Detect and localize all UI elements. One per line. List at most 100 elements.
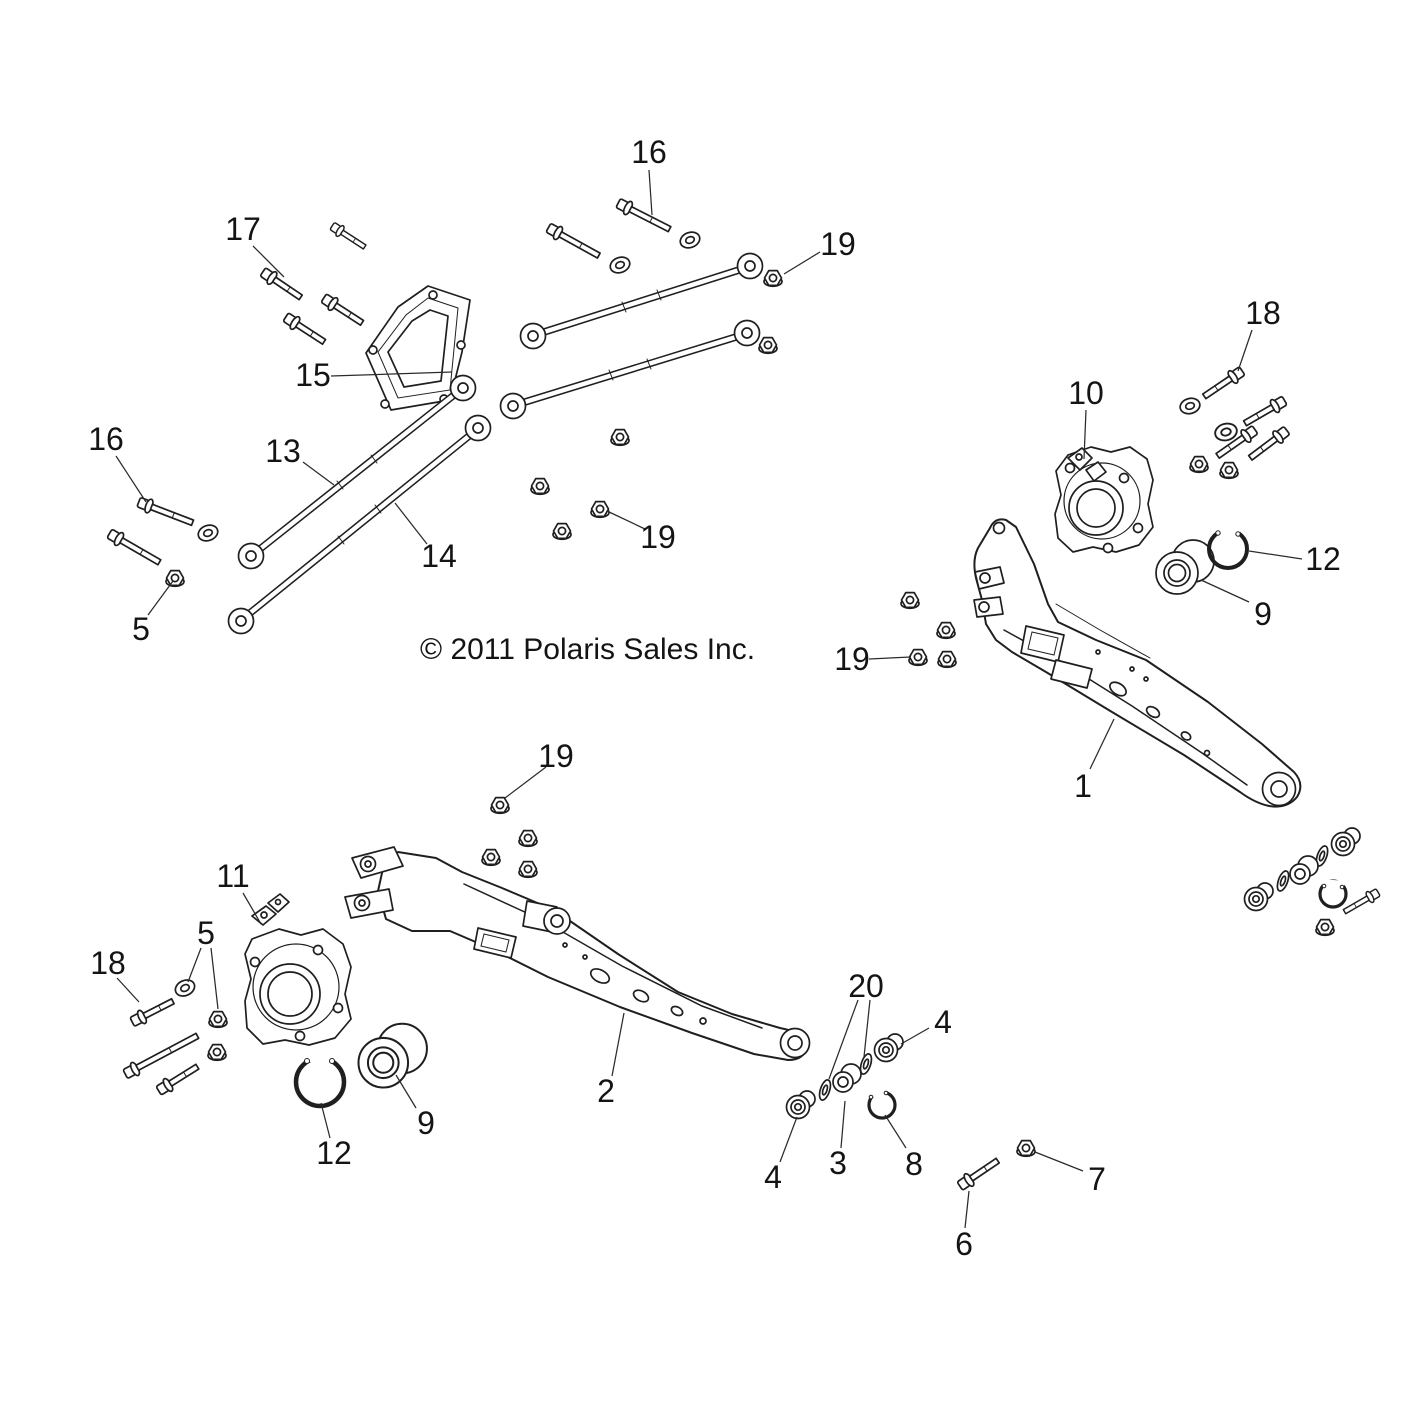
callout-4: 4 bbox=[934, 1004, 952, 1040]
part-17-bolt bbox=[319, 291, 367, 330]
bushing bbox=[1289, 855, 1319, 885]
part-14-radius-rod bbox=[227, 414, 492, 635]
callout-11: 11 bbox=[216, 858, 249, 894]
callout-19: 19 bbox=[834, 641, 870, 677]
part-18-bolt bbox=[128, 994, 177, 1030]
callout-3: 3 bbox=[829, 1145, 847, 1181]
part-20-washer bbox=[816, 1077, 834, 1103]
part-19-nut bbox=[518, 860, 538, 879]
part-19-nut bbox=[481, 848, 501, 867]
callout-19: 19 bbox=[538, 738, 574, 774]
parts-layer bbox=[105, 195, 1382, 1193]
part-6-bolt bbox=[955, 1153, 1003, 1193]
part-3-bushing bbox=[832, 1063, 862, 1093]
washer bbox=[1177, 395, 1203, 417]
radius-rod-upper-right bbox=[519, 252, 764, 350]
rod-end-eye bbox=[519, 322, 547, 350]
part-5-washer bbox=[171, 976, 199, 1000]
bushing-cap bbox=[1330, 827, 1361, 857]
washer bbox=[677, 228, 703, 252]
part-17-bolt bbox=[281, 310, 329, 349]
callout-5: 5 bbox=[197, 915, 215, 951]
callout-18: 18 bbox=[90, 945, 126, 981]
part-19-nut bbox=[518, 829, 538, 848]
part-17-bolt bbox=[328, 220, 369, 253]
part-19-nut bbox=[758, 336, 778, 355]
part-17-bolt bbox=[258, 265, 306, 305]
part-18-bolt bbox=[1240, 393, 1289, 431]
rod-end-eye bbox=[499, 392, 527, 420]
part-18-bolt bbox=[1199, 364, 1247, 404]
callout-12: 12 bbox=[316, 1135, 352, 1171]
part-5-washer bbox=[195, 521, 221, 545]
part-19-nut bbox=[908, 648, 928, 667]
callout-9: 9 bbox=[417, 1105, 435, 1141]
callout-13: 13 bbox=[265, 433, 301, 469]
radius-rod-lower-right bbox=[499, 319, 761, 420]
rod-end-eye bbox=[464, 414, 492, 442]
part-19-nut bbox=[763, 269, 783, 288]
callouts-layer: 16 17 19 18 15 16 13 14 10 12 9 19 19 5 … bbox=[88, 134, 1341, 1262]
part-8-snap-ring bbox=[867, 1087, 897, 1120]
part-19-nut bbox=[937, 650, 957, 669]
part-19-nut bbox=[936, 621, 956, 640]
callout-19: 19 bbox=[640, 519, 676, 555]
part-5-nut bbox=[165, 569, 185, 588]
part-5-nut bbox=[208, 1010, 228, 1029]
callout-18: 18 bbox=[1245, 295, 1281, 331]
nut bbox=[1315, 918, 1335, 937]
bolt bbox=[1340, 886, 1382, 918]
part-10-bearing-carrier-right bbox=[1054, 446, 1154, 554]
callout-1: 1 bbox=[1074, 768, 1092, 804]
part-9-bearing bbox=[357, 1022, 428, 1089]
callout-16: 16 bbox=[88, 421, 124, 457]
bushing-cap bbox=[1243, 882, 1274, 912]
part-11-bearing-carrier-left bbox=[244, 893, 352, 1046]
callout-7: 7 bbox=[1088, 1161, 1106, 1197]
part-18-bolt bbox=[154, 1059, 203, 1098]
part-7-nut bbox=[1016, 1139, 1036, 1158]
part-9-bearing bbox=[1155, 539, 1215, 595]
snap-ring bbox=[1318, 879, 1348, 909]
part-16-bolt bbox=[544, 220, 604, 263]
copyright-notice: © 2011 Polaris Sales Inc. bbox=[420, 633, 755, 666]
callout-16: 16 bbox=[631, 134, 667, 170]
callout-6: 6 bbox=[955, 1226, 973, 1262]
washer bbox=[607, 253, 633, 277]
nut bbox=[207, 1043, 227, 1062]
part-19-nut bbox=[900, 591, 920, 610]
callout-14: 14 bbox=[421, 538, 457, 574]
part-19-nut bbox=[530, 477, 550, 496]
part-2-trailing-arm-left bbox=[344, 846, 811, 1061]
part-13-radius-rod bbox=[237, 374, 477, 570]
part-19-nut bbox=[610, 428, 630, 447]
part-4-bushing-cap bbox=[873, 1033, 904, 1063]
part-20-washer bbox=[857, 1051, 875, 1077]
callout-4: 4 bbox=[764, 1159, 782, 1195]
part-12-snap-ring bbox=[293, 1052, 347, 1109]
part-16-bolt bbox=[614, 195, 674, 237]
callout-12: 12 bbox=[1305, 541, 1341, 577]
part-1-trailing-arm-right bbox=[973, 518, 1302, 808]
part-19-nut bbox=[590, 500, 610, 519]
callout-10: 10 bbox=[1068, 375, 1104, 411]
rod-end-eye bbox=[736, 252, 764, 280]
callout-15: 15 bbox=[295, 357, 331, 393]
part-19-nut bbox=[1189, 455, 1209, 474]
part-19-nut bbox=[490, 796, 510, 815]
rod-end-eye bbox=[733, 319, 761, 347]
rod-end-eye bbox=[237, 542, 265, 570]
callout-9: 9 bbox=[1254, 596, 1272, 632]
callout-17: 17 bbox=[225, 211, 261, 247]
washer bbox=[1274, 868, 1292, 894]
callout-5: 5 bbox=[132, 611, 150, 647]
callout-20: 20 bbox=[848, 968, 884, 1004]
part-12-snap-ring bbox=[1207, 524, 1249, 570]
part-19-nut bbox=[1219, 461, 1239, 480]
part-15-mount-bracket bbox=[365, 285, 471, 411]
callout-8: 8 bbox=[905, 1146, 923, 1182]
part-16-bolt bbox=[105, 526, 164, 570]
callout-19: 19 bbox=[820, 226, 856, 262]
